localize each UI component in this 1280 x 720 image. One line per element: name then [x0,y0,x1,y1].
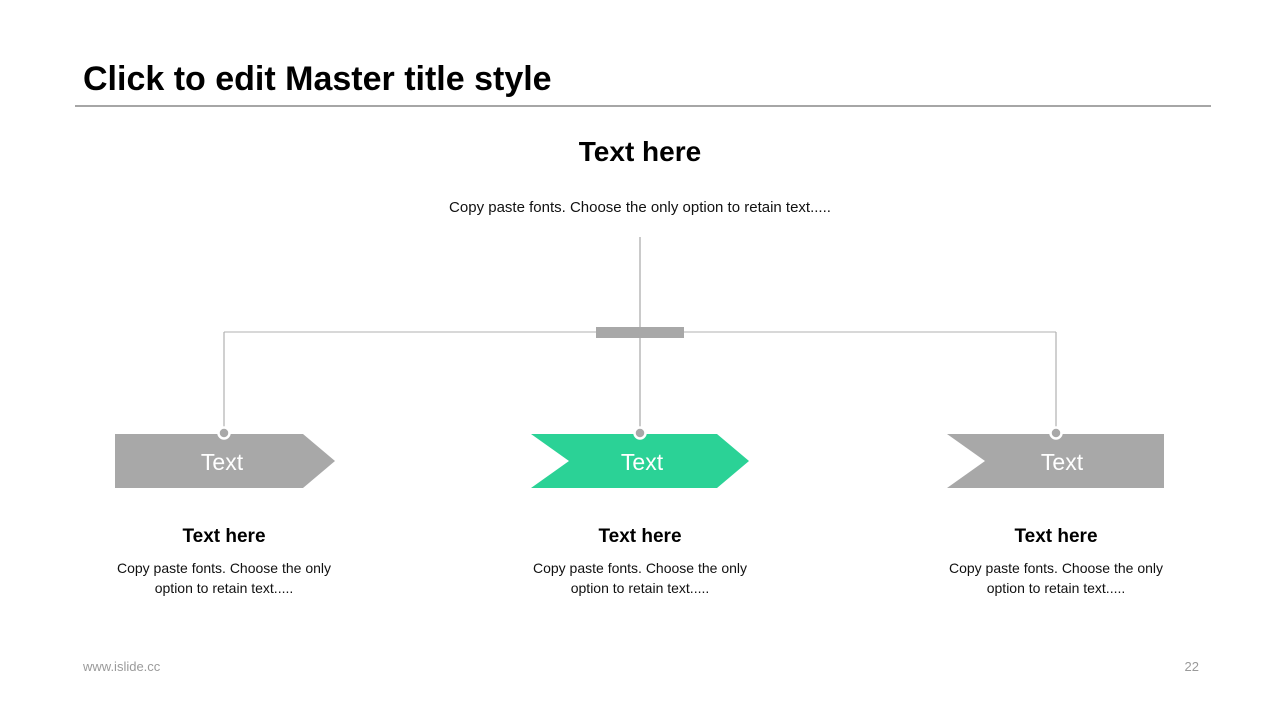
step-arrow-label-1[interactable]: Text [201,449,244,475]
connector-node-1 [217,426,231,440]
connector-node-3 [1049,426,1063,440]
step-heading-3[interactable]: Text here [1014,526,1098,547]
step-arrow-shape-3[interactable] [947,434,1164,488]
footer-page-number: 22 [1184,659,1199,674]
step-arrow-label-2[interactable]: Text [621,449,664,475]
title-divider-line [75,105,1211,107]
step-arrow-shape-1[interactable] [115,434,335,488]
step-heading-2[interactable]: Text here [598,526,682,547]
connector-center-bar [596,327,684,338]
connector-node-2 [633,426,647,440]
step-body-3[interactable]: Copy paste fonts. Choose the only option… [948,560,1164,597]
step-body-2[interactable]: Copy paste fonts. Choose the only option… [532,560,748,597]
step-heading-1[interactable]: Text here [182,526,266,547]
step-arrow-shape-2[interactable] [531,434,749,488]
step-column-3: Text here Copy paste fonts. Choose the o… [916,526,1196,599]
step-arrow-label-3[interactable]: Text [1041,449,1084,475]
step-column-1: Text here Copy paste fonts. Choose the o… [84,526,364,599]
footer-website-url: www.islide.cc [83,659,161,674]
diagram-heading[interactable]: Text here [578,136,702,167]
connector-lines [223,237,1057,433]
step-body-1[interactable]: Copy paste fonts. Choose the only option… [116,560,332,597]
step-column-2: Text here Copy paste fonts. Choose the o… [500,526,780,599]
slide-title-placeholder[interactable]: Click to edit Master title style [83,60,552,98]
diagram-subtitle[interactable]: Copy paste fonts. Choose the only option… [449,199,831,216]
